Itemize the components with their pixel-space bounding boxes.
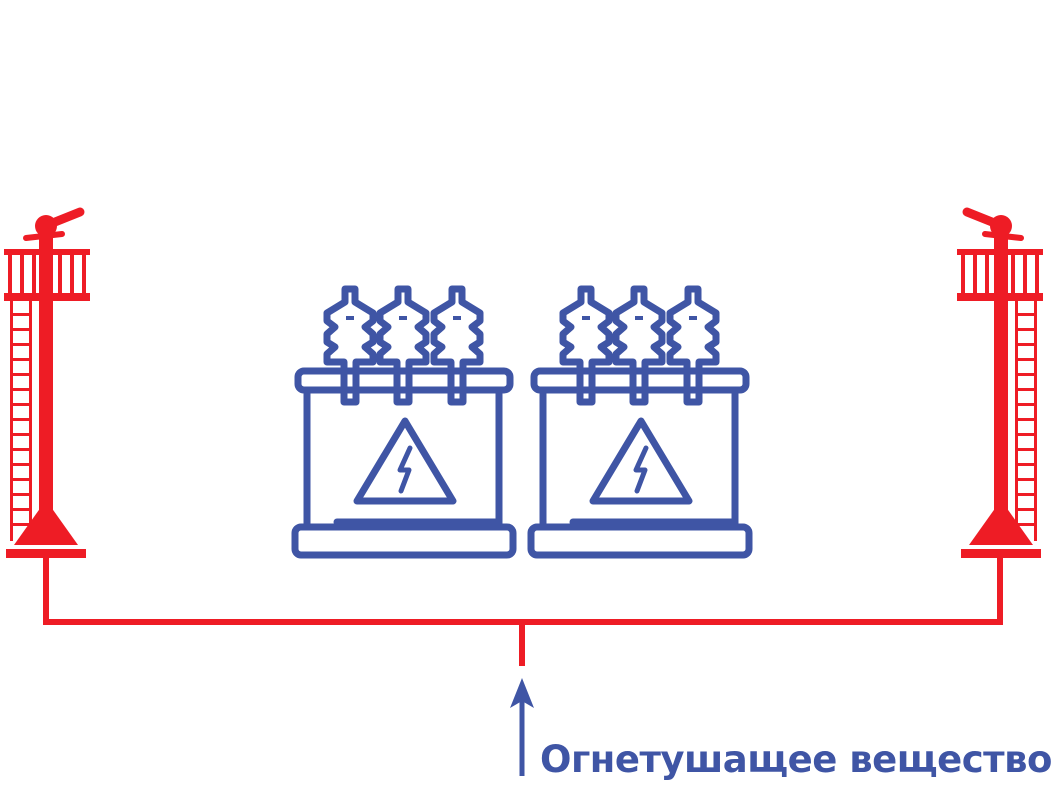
left-fire-monitor-tower-icon <box>4 212 90 558</box>
supply-pipeline <box>43 555 1003 666</box>
right-transformer-icon <box>531 289 749 555</box>
extinguishing-agent-arrow-icon <box>510 678 534 776</box>
left-transformer-icon <box>295 289 513 555</box>
extinguishing-agent-label: Огнетушащее вещество <box>540 738 1052 781</box>
right-fire-monitor-tower-icon <box>957 212 1043 558</box>
